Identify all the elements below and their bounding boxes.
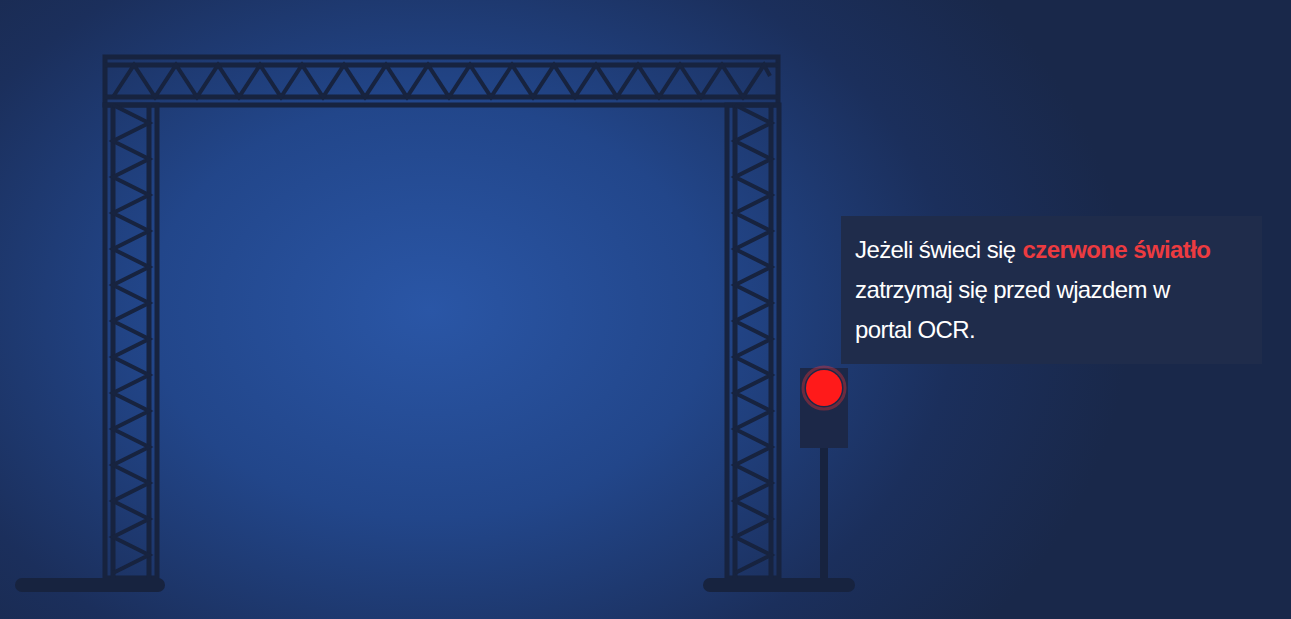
text-line: Jeżeli świeci się czerwone światło <box>855 230 1248 270</box>
text-line: zatrzymaj się przed wjazdem w portal OCR… <box>855 270 1248 350</box>
truss-beam <box>105 57 778 105</box>
highlight-text: czerwone światło <box>1023 236 1211 263</box>
truss-column-right <box>727 105 779 578</box>
info-box: Jeżeli świeci się czerwone światło zatrzym… <box>841 216 1262 364</box>
portal-foot <box>15 578 165 592</box>
instruction-text: zatrzymaj się przed wjazdem w portal OCR… <box>855 270 1185 350</box>
traffic-light <box>800 367 848 582</box>
portal-foot <box>703 578 855 592</box>
truss-column-left <box>105 105 157 578</box>
instruction-text: Jeżeli świeci się <box>855 236 1016 263</box>
